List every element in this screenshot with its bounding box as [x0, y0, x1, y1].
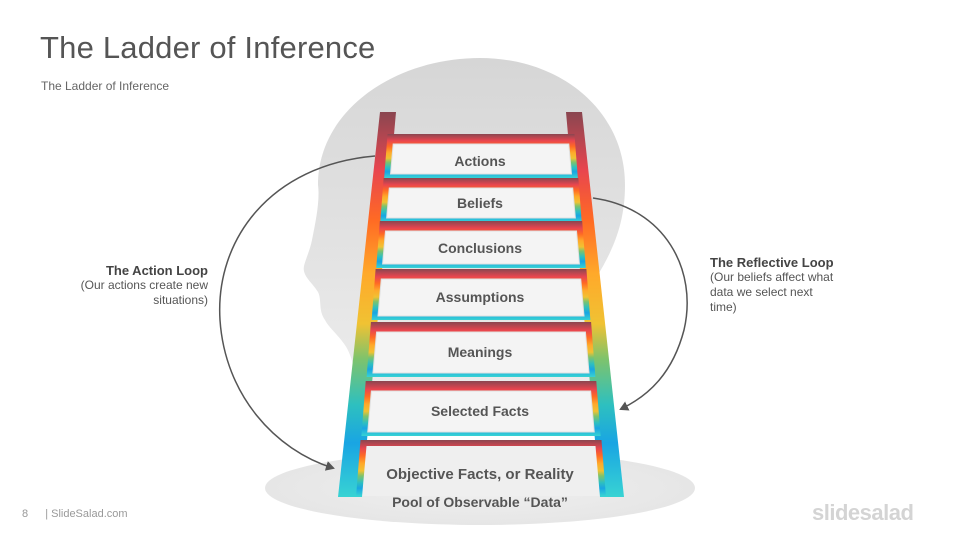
page-subtitle: The Ladder of Inference [41, 79, 170, 93]
rung-panel [389, 143, 573, 175]
rung-panel [367, 390, 595, 433]
action-loop-callout: The Action Loop (Our actions create new … [40, 263, 208, 308]
rung-panel-base [362, 446, 600, 496]
rung-panel [382, 230, 580, 265]
rung-panel [372, 331, 590, 374]
ladder-rungs: ActionsBeliefsConclusionsAssumptionsMean… [356, 134, 606, 496]
footer: 8 | SlideSalad.com [22, 508, 128, 520]
rung-label: Objective Facts, or Reality [386, 466, 574, 483]
rung-panel [386, 187, 576, 219]
action-loop-desc-1: (Our actions create new [80, 278, 208, 292]
action-loop-desc-2: situations) [153, 293, 208, 307]
footer-source: | SlideSalad.com [45, 508, 128, 520]
page-number: 8 [22, 508, 29, 520]
reflective-loop-desc-2: data we select next [710, 285, 813, 299]
action-loop-title: The Action Loop [105, 263, 208, 278]
rung-label: Selected Facts [431, 403, 529, 419]
rung-label: Assumptions [436, 289, 525, 305]
reflective-loop-callout: The Reflective Loop (Our beliefs affect … [710, 255, 860, 315]
rung-label: Meanings [448, 344, 513, 360]
rung-panel [377, 278, 585, 317]
pool-label: Pool of Observable “Data” [392, 494, 568, 510]
rung-label: Conclusions [438, 240, 522, 256]
reflective-loop-desc-3: time) [710, 300, 737, 314]
page-title: The Ladder of Inference [40, 30, 376, 65]
reflective-loop-title: The Reflective Loop [710, 255, 834, 270]
rung-label: Beliefs [457, 195, 503, 211]
action-loop-arrow[interactable] [218, 155, 376, 471]
rung-label: Actions [454, 153, 506, 169]
reflective-loop-arrow[interactable] [592, 197, 688, 411]
brand-logo: slidesalad [812, 500, 914, 525]
reflective-loop-desc-1: (Our beliefs affect what [710, 270, 834, 284]
